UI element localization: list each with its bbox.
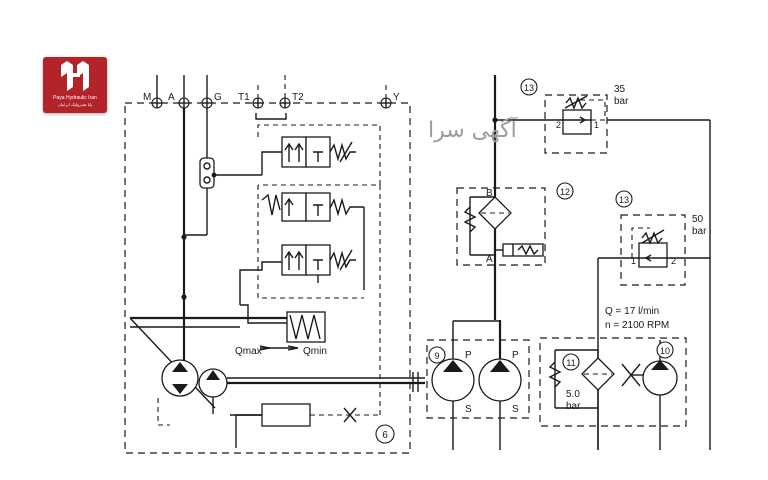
- drive-coupling: [412, 372, 419, 392]
- control-cylinder: [230, 185, 381, 448]
- component-number-11: 11: [566, 358, 575, 368]
- port-label-m: M: [143, 92, 151, 103]
- cooler-filter-unit: bar: [566, 401, 581, 412]
- port-label-t2: T2: [292, 92, 304, 103]
- component-number-9: 9: [434, 351, 439, 361]
- pump-speed-spec: n = 2100 RPM: [605, 320, 669, 331]
- component-number-6: 6: [382, 430, 388, 441]
- relief-mid-pressure: 50: [692, 214, 704, 225]
- component-number-11-circle: [562, 353, 580, 371]
- control-block-boundary: [124, 102, 411, 454]
- cooler-filter-pressure: 5.0: [566, 389, 580, 400]
- variable-displacement-pump: [157, 359, 425, 426]
- component-number-13-top-circle: [520, 78, 538, 96]
- component-number-13-mid: 13: [619, 195, 629, 205]
- pump-control-block: M A G T1 T2 Y: [124, 75, 425, 454]
- watermark-text: آگهی سرا: [428, 116, 518, 143]
- component-number-6-circle: [375, 424, 395, 444]
- filter-port-b: B: [486, 188, 493, 199]
- relief-top-unit: bar: [614, 96, 629, 107]
- pump-port-p-left: P: [465, 350, 472, 361]
- directional-valve-1: [257, 124, 381, 186]
- relief-valve-mid: [597, 214, 710, 450]
- qmax-label: Qmax: [235, 346, 262, 357]
- component-number-12: 12: [560, 187, 570, 197]
- relief-mid-port2: 2: [671, 256, 676, 266]
- component-number-13-mid-circle: [615, 190, 633, 208]
- port-label-t1: T1: [238, 92, 250, 103]
- relief-valve-mid-boundary: [620, 214, 686, 286]
- component-number-9-circle: [428, 346, 446, 364]
- component-number-10-circle: [656, 341, 674, 359]
- pressure-filter: [456, 187, 546, 266]
- hydraulic-logo-icon: Paya Hydraulic Iran پایا هیدرولیک ایرانی…: [43, 57, 107, 113]
- relief-mid-port1: 1: [631, 256, 636, 266]
- filter-port-a: A: [486, 254, 493, 265]
- tandem-pump-boundary: [426, 339, 530, 419]
- logo-name: Paya Hydraulic Iran: [53, 95, 97, 101]
- cooler-filter-group: [539, 337, 687, 450]
- component-number-10: 10: [660, 346, 670, 356]
- component-number-13-top: 13: [524, 83, 534, 93]
- pump-port-p-right: P: [512, 350, 519, 361]
- tandem-pump-group: [426, 320, 530, 450]
- pump-port-s-right: S: [512, 404, 519, 415]
- logo-mark-icon: [61, 61, 89, 91]
- relief-valve-top: [544, 94, 711, 450]
- logo-subtitle: پایا هیدرولیک ایرانیان: [57, 102, 93, 107]
- cooler-filter-boundary: [539, 337, 687, 427]
- directional-valve-2: [257, 185, 365, 299]
- relief-top-port1: 1: [594, 120, 599, 130]
- regulating-piston: [129, 304, 326, 409]
- directional-valve-3: [239, 244, 356, 305]
- component-number-12-circle: [556, 182, 574, 200]
- port-label-a: A: [168, 92, 175, 103]
- pump-flow-spec: Q = 17 l/min: [605, 306, 659, 317]
- bypass-indicator: [502, 243, 544, 257]
- port-markers: [151, 75, 392, 120]
- pump-port-s-left: S: [465, 404, 472, 415]
- relief-valve-top-boundary: [544, 94, 608, 154]
- relief-top-pressure: 35: [614, 84, 626, 95]
- port-label-g: G: [214, 92, 222, 103]
- relief-mid-unit: bar: [692, 226, 707, 237]
- port-label-y: Y: [393, 92, 400, 103]
- qmin-label: Qmin: [303, 346, 327, 357]
- filter-boundary: [456, 187, 546, 266]
- relief-top-port2: 2: [556, 120, 561, 130]
